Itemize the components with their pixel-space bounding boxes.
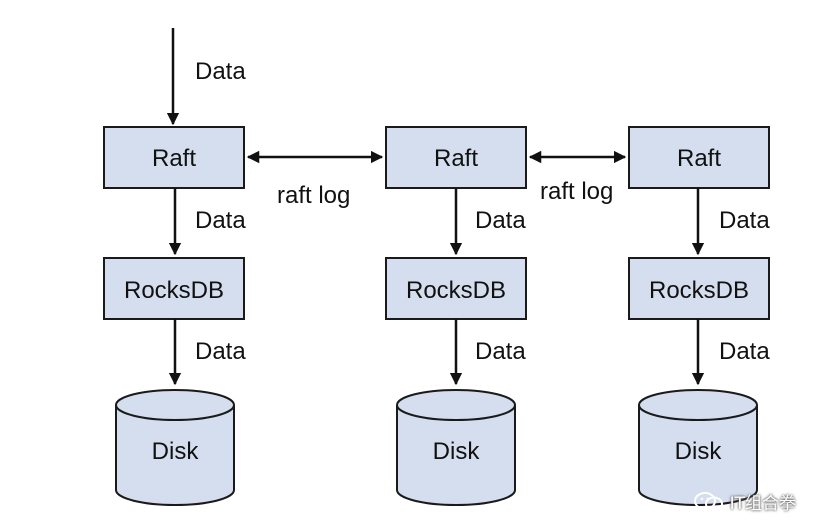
edge-label-data-2b: Data (475, 338, 526, 365)
rocksdb-node-1-label: RocksDB (124, 277, 224, 304)
raft-node-1: Raft (103, 126, 245, 189)
edge-label-data-2a: Data (475, 207, 526, 234)
disk-node-2: Disk (396, 389, 516, 506)
wechat-icon (693, 491, 723, 511)
edge-label-data-1b: Data (195, 338, 246, 365)
watermark: IT组合拳 (693, 489, 796, 514)
disk-node-3: Disk (638, 389, 758, 506)
disk-node-1: Disk (115, 389, 235, 506)
watermark-text: IT组合拳 (729, 494, 796, 514)
edge-label-data-3b: Data (719, 338, 770, 365)
edge-label-data-3a: Data (719, 207, 770, 234)
disk-node-2-label: Disk (433, 438, 481, 465)
rocksdb-node-3: RocksDB (628, 257, 770, 320)
raft-node-3: Raft (628, 126, 770, 189)
rocksdb-node-3-label: RocksDB (649, 277, 749, 304)
rocksdb-node-2: RocksDB (385, 257, 527, 320)
raft-node-3-label: Raft (677, 145, 721, 172)
raft-node-2: Raft (385, 126, 527, 189)
disk-node-1-label: Disk (152, 438, 200, 465)
edge-label-data-1a: Data (195, 207, 246, 234)
raft-node-2-label: Raft (434, 145, 478, 172)
rocksdb-node-2-label: RocksDB (406, 277, 506, 304)
disk-node-3-label: Disk (675, 438, 723, 465)
raft-node-1-label: Raft (152, 145, 196, 172)
edge-label-data-incoming: Data (195, 58, 246, 85)
edge-label-raft-log-2: raft log (540, 178, 613, 205)
rocksdb-node-1: RocksDB (103, 257, 245, 320)
edge-label-raft-log-1: raft log (277, 182, 350, 209)
